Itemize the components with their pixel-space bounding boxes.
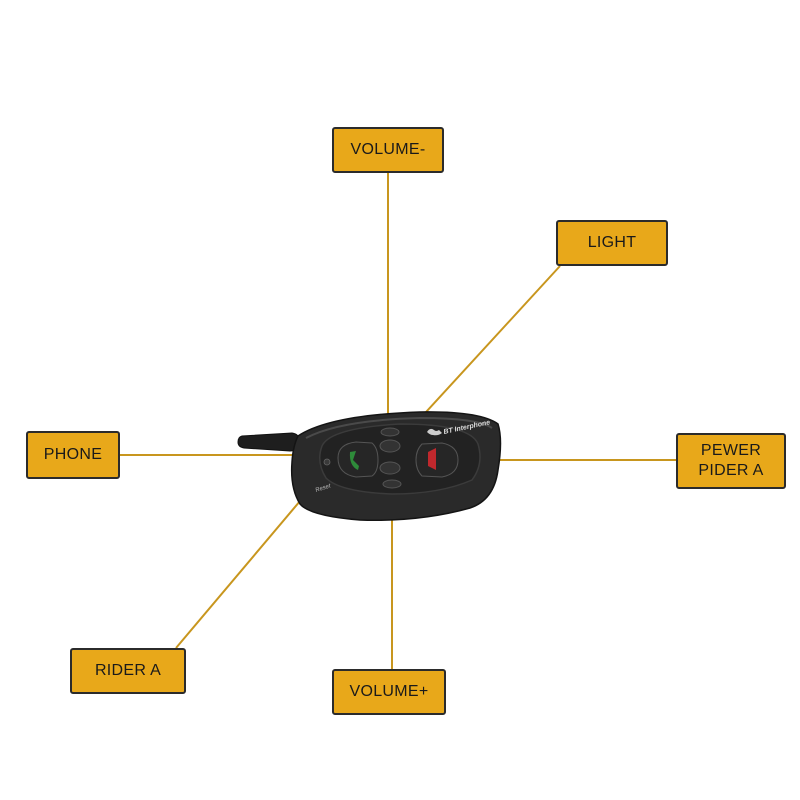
antenna: [237, 432, 300, 452]
phone-icon: [349, 451, 359, 470]
power-button[interactable]: [415, 442, 459, 478]
body-highlight: [305, 416, 493, 439]
leader-rider: [175, 474, 323, 649]
volume-minus-button[interactable]: [380, 427, 400, 437]
label-light: LIGHT: [556, 220, 668, 266]
device-reset-text: Reset: [315, 483, 332, 494]
label-volume-plus: VOLUME+: [332, 669, 446, 715]
label-rider-a: RIDER A: [70, 648, 186, 694]
bt-interphone-device: BT Interphone Reset: [237, 411, 502, 521]
led-indicator: [323, 458, 331, 466]
power-icon: [428, 448, 436, 470]
light-button[interactable]: [379, 439, 401, 453]
volume-plus-button[interactable]: [382, 479, 402, 489]
label-volume-minus: VOLUME-: [332, 127, 444, 173]
rider-button[interactable]: [379, 461, 401, 475]
label-phone: PHONE: [26, 431, 120, 479]
motorcycle-logo-icon: [427, 428, 442, 436]
label-power-rider-a: PEWER PIDER A: [676, 433, 786, 489]
phone-button[interactable]: [337, 441, 379, 478]
